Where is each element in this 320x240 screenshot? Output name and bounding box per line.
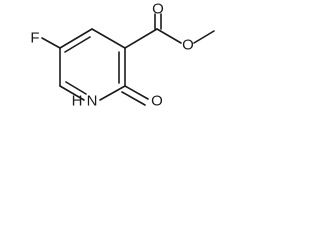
nitrogen-label: N [87, 93, 98, 110]
ester-carbonyl-oxygen-label: O [152, 1, 164, 18]
nh-hydrogen-label: H [72, 93, 83, 110]
structure-diagram: F N H O O O [30, 1, 215, 110]
bond-c1-c6 [91, 28, 126, 49]
bond-c7-o-ether [156, 28, 182, 44]
fluorine-label: F [30, 30, 39, 47]
bond-c3-n-inner [65, 81, 87, 95]
bond-c1-c2 [59, 28, 93, 49]
bond-c5-o-ketone-a [124, 85, 149, 100]
bond-c5-o-ketone-b [121, 91, 146, 106]
bond-c3-n [59, 85, 85, 101]
bond-n-c5 [99, 85, 126, 101]
ketone-oxygen-label: O [151, 93, 163, 110]
ester-ether-oxygen-label: O [182, 37, 194, 54]
bond-c6-c7 [124, 28, 158, 49]
bond-c1-c2-inner [64, 36, 91, 53]
bond-c2-f [41, 37, 61, 49]
bond-o-ch3 [193, 30, 215, 44]
